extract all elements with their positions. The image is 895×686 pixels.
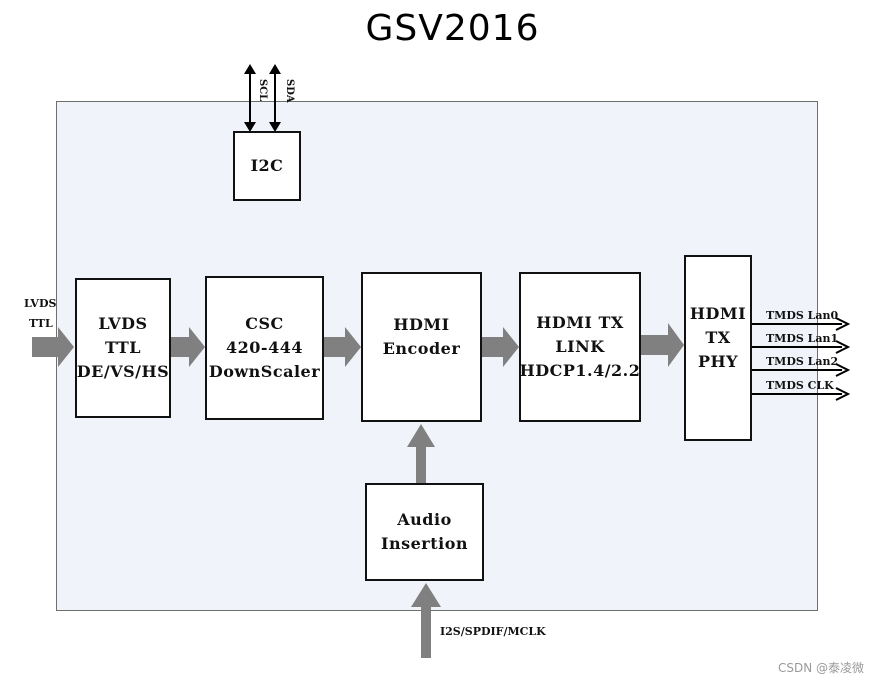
hdmi-encoder-block: HDMI Encoder xyxy=(361,272,482,422)
tmds-clk-label: TMDS CLK xyxy=(766,379,834,392)
hdmi-tx-phy-block: HDMI TX PHY xyxy=(684,255,752,441)
link-to-phy-arrow xyxy=(641,323,684,367)
diagram-title: GSV2016 xyxy=(365,8,540,49)
tmds-lane2-label: TMDS Lan2 xyxy=(766,355,839,368)
audio-input-arrow xyxy=(411,583,441,658)
i2c-block: I2C xyxy=(233,131,301,201)
audio-input-label: I2S/SPDIF/MCLK xyxy=(440,625,546,638)
tmds-output-lines xyxy=(752,317,851,401)
sda-label: SDA xyxy=(284,79,295,103)
tmds-lane1-label: TMDS Lan1 xyxy=(766,332,839,345)
input-arrow xyxy=(32,327,74,367)
csc-to-encoder-arrow xyxy=(323,327,361,367)
input-label-ttl: TTL xyxy=(29,317,53,330)
encoder-to-link-arrow xyxy=(482,327,519,367)
input-label-lvds: LVDS xyxy=(24,297,57,310)
tmds-lane0-label: TMDS Lan0 xyxy=(766,309,839,322)
audio-insertion-block: Audio Insertion xyxy=(365,483,484,581)
lvds-ttl-block: LVDS TTL DE/VS/HS xyxy=(75,278,171,418)
lvds-to-csc-arrow xyxy=(170,327,205,367)
watermark: CSDN @泰凌微 xyxy=(778,661,865,675)
csc-downscaler-block: CSC 420-444 DownScaler xyxy=(205,276,324,420)
i2c-bus xyxy=(244,64,281,132)
audio-to-encoder-arrow xyxy=(407,424,435,483)
hdmi-tx-link-block: HDMI TX LINK HDCP1.4/2.2 xyxy=(519,272,641,422)
scl-label: SCL xyxy=(257,79,268,102)
